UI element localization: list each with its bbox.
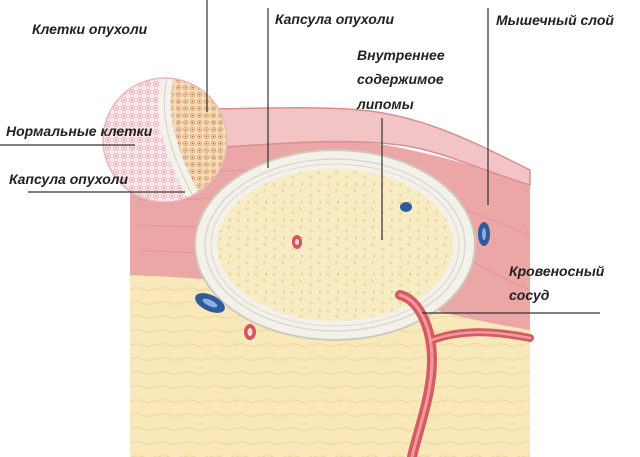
lipoma-contents: [217, 169, 453, 321]
label-lipoma-line-3: липомы: [357, 96, 414, 112]
label-capsule-left: Капсула опухоли: [9, 171, 129, 187]
label-tumor-cells: Клетки опухоли: [32, 21, 148, 37]
label-blood-vessel-line-1: Кровеносный: [509, 263, 605, 279]
skin-layer: [129, 107, 531, 187]
vessel-blue-capsule: [400, 202, 412, 212]
label-blood-vessel-line-2: сосуд: [509, 287, 550, 303]
label-muscle-layer: Мышечный слой: [496, 12, 614, 28]
label-lipoma-line-1: Внутреннее: [357, 47, 445, 63]
label-capsule-top: Капсула опухоли: [275, 11, 395, 27]
label-lipoma-line-2: содержимое: [357, 71, 444, 87]
label-normal-cells: Нормальные клетки: [6, 123, 153, 139]
